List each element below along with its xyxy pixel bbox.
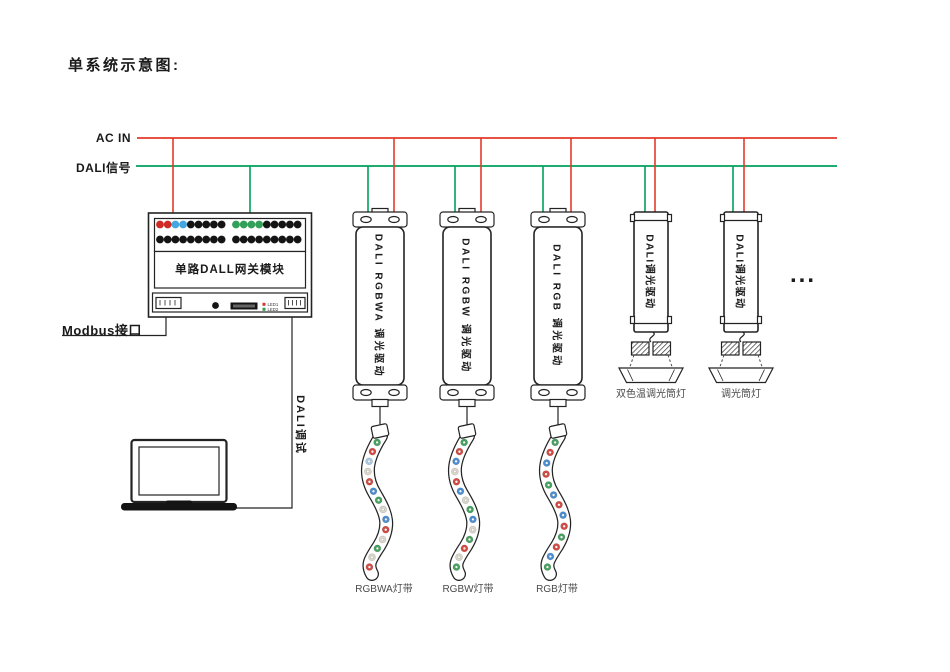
downlight1-label: 双色温调光筒灯: [616, 389, 686, 400]
gateway-bottom-panel: [151, 292, 309, 313]
led-strip-rgbw: [447, 423, 481, 581]
driver2-label: DALI RGBW 调光驱动: [459, 238, 471, 374]
terminal-row-1-right: [232, 220, 302, 229]
led-strip-rgbwa: [360, 423, 394, 581]
driver1-label: DALI RGBWA 调光驱动: [372, 233, 384, 379]
downlight2-label: 调光筒灯: [721, 389, 761, 400]
ac-in-label: AC IN: [95, 131, 131, 145]
driver-rgb: [530, 207, 586, 426]
mini1-output-wire: [649, 331, 655, 343]
gateway-label-panel: [153, 250, 307, 289]
modbus-leader-line: [62, 317, 167, 337]
led2-label: LED2: [268, 307, 279, 312]
laptop: [121, 438, 237, 511]
dali-debug-cable: [236, 317, 293, 509]
gateway-button: [212, 302, 219, 309]
driver-rgbw: [439, 207, 495, 426]
dali-drop-wires: [249, 166, 734, 213]
strip1-connector: [370, 423, 390, 439]
led1-dot: [262, 302, 266, 306]
driver3-label: DALI RGB 调光驱动: [550, 244, 562, 368]
status-led-indicators: LED1 LED2: [262, 302, 279, 312]
mini-driver2-label: DALI调光驱动: [733, 234, 745, 310]
strip2-label: RGBW灯带: [442, 584, 494, 595]
modbus-port-connector: [155, 296, 182, 310]
dali-debug-connector: [284, 296, 306, 310]
laptop-screen: [138, 446, 220, 496]
page-title: 单系统示意图:: [68, 57, 181, 74]
ac-drop-wires: [172, 138, 745, 213]
strip3-connector: [548, 423, 568, 439]
mini-driver-1: [629, 211, 673, 343]
terminal-row-2-left: [156, 235, 226, 244]
downlight-dual-white: [618, 341, 684, 384]
led-strip-rgb: [538, 423, 572, 581]
more-devices-ellipsis: ...: [790, 261, 817, 288]
gateway-dip-switch: [230, 302, 258, 310]
dali-signal-label: DALI信号: [76, 161, 131, 175]
led1-label: LED1: [268, 302, 279, 307]
terminal-row-1-left: [156, 220, 226, 229]
gateway-module: LED1 LED2: [147, 212, 313, 318]
led2-dot: [262, 307, 266, 311]
power-bus-lines: [136, 137, 837, 167]
driver-rgbwa: [352, 207, 408, 426]
gateway-dip-switch-pins: [233, 304, 255, 308]
dali-debug-label: DALI调试: [294, 395, 306, 455]
modbus-port-label: Modbus接口: [62, 323, 142, 338]
strip3-label: RGB灯带: [536, 584, 578, 595]
terminal-row-2-right: [232, 235, 302, 244]
mini-driver-2: [719, 211, 763, 343]
laptop-base: [121, 503, 237, 511]
strip2-connector: [457, 423, 477, 439]
mini-driver1-label: DALI调光驱动: [643, 234, 655, 310]
mini2-output-wire: [739, 331, 745, 343]
gateway-module-label: 单路DALL网关模块: [175, 264, 285, 276]
downlight-dimming: [708, 341, 774, 384]
strip1-label: RGBWA灯带: [355, 584, 413, 595]
